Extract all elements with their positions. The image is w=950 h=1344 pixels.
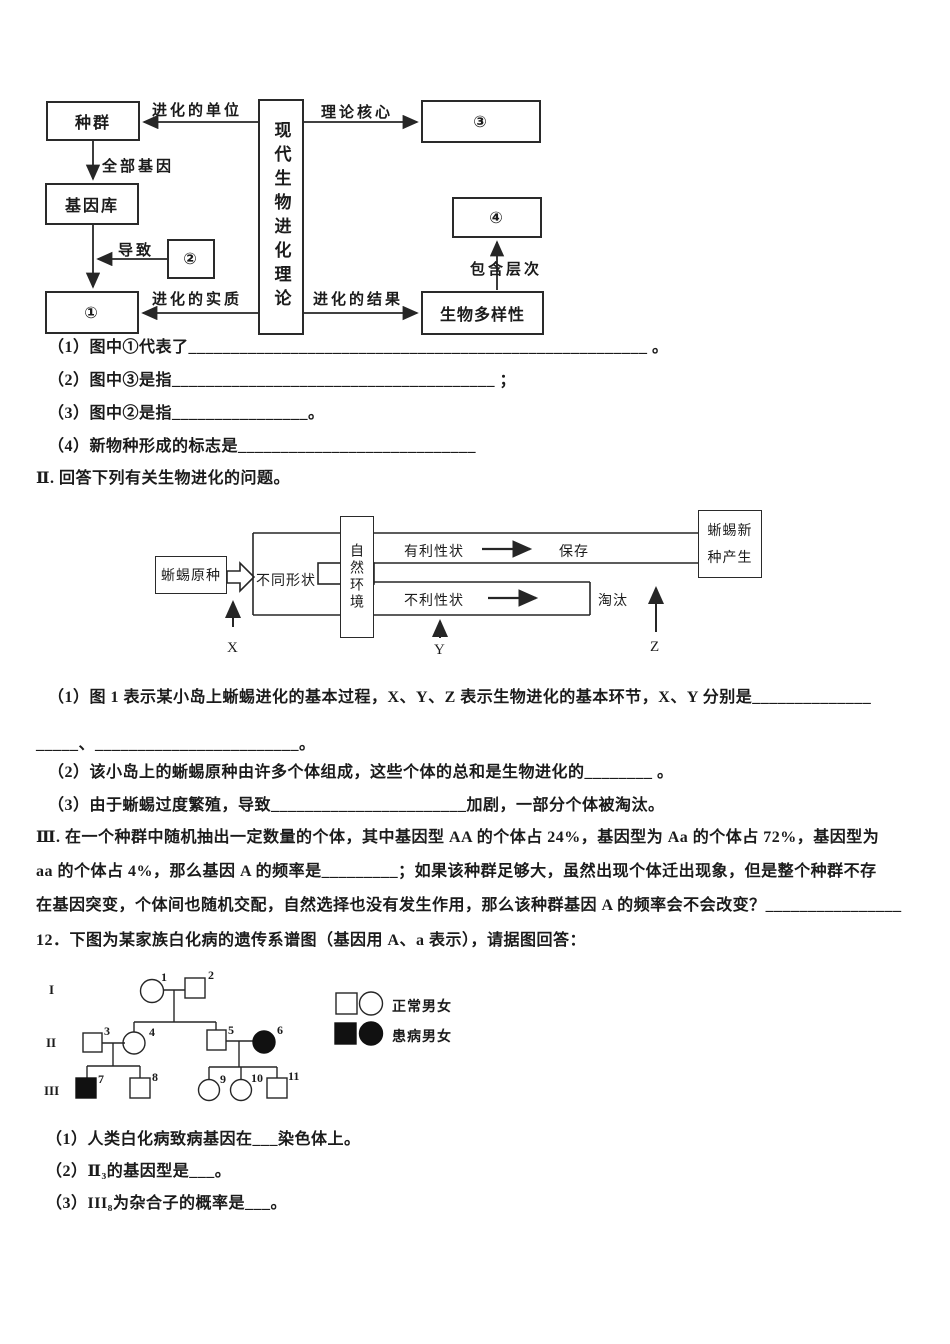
box-new-lizard-species-line2: 种产生 (707, 549, 753, 565)
box-num1: ① (45, 291, 139, 334)
q12-intro: 12．下图为某家族白化病的遗传系谱图（基因用 A、a 表示），请据图回答： (36, 932, 587, 949)
label-different-shapes: 不同形状 (256, 574, 316, 589)
box-new-lizard-species-line1: 蜥蜴新 (707, 522, 753, 539)
section3-line3: 在基因突变，个体间也随机交配，自然选择也没有发生作用，那么该种群基因 A 的频率… (36, 897, 902, 914)
member-label-6: 6 (277, 1023, 283, 1037)
member-label-8: 8 (152, 1070, 158, 1084)
q1-3-text: （3）图中②是指________________。 (48, 405, 325, 422)
label-evolution-unit: 进化的单位 (152, 102, 243, 119)
label-unfavorable-traits: 不利性状 (404, 594, 464, 609)
q12-1-text: （1）人类白化病致病基因在___染色体上。 (46, 1131, 361, 1148)
box-gene-pool: 基因库 (45, 183, 139, 225)
label-eliminated: 淘汰 (598, 594, 628, 609)
label-y: Y (434, 642, 446, 658)
box-num2: ② (167, 239, 215, 279)
q1-4-text: （4）新物种形成的标志是____________________________ (48, 438, 477, 455)
q1-2-text: （2）图中③是指________________________________… (48, 372, 517, 389)
member-label-11: 11 (288, 1069, 300, 1083)
box-new-lizard-species: 蜥蜴新 种产生 (698, 510, 762, 578)
q12-3-text: （3）III₈为杂合子的概率是___。 (46, 1195, 287, 1212)
section2-heading: Ⅱ. 回答下列有关生物进化的问题。 (36, 470, 290, 487)
q12-2-text: （2）Ⅱ₃的基因型是___。 (46, 1163, 232, 1180)
generation-label-2: II (46, 1035, 57, 1050)
generation-label-1: I (49, 982, 55, 997)
legend-normal-label: 正常男女 (392, 1000, 452, 1015)
section3-line2: aa 的个体占 4%，那么基因 A 的频率是_________；如果该种群足够大… (36, 863, 877, 880)
q2-1-continuation: _____、________________________。 (36, 736, 316, 753)
q2-1-text: （1）图 1 表示某小岛上蜥蜴进化的基本过程，X、Y、Z 表示生物进化的基本环节… (48, 689, 872, 706)
pedigree-legend-shapes (334, 991, 384, 1046)
box-population: 种群 (46, 101, 140, 141)
label-x: X (227, 640, 239, 656)
member-label-3: 3 (104, 1024, 110, 1038)
label-leads-to: 导致 (118, 242, 155, 259)
lizard-evolution-linework (225, 532, 698, 638)
box-modern-theory-center: 现代生物进化理论 (258, 99, 304, 335)
legend-affected-label: 患病男女 (392, 1030, 452, 1045)
member-label-10: 10 (251, 1071, 263, 1085)
q2-3-text: （3）由于蜥蜴过度繁殖，导致_______________________加剧，… (48, 797, 665, 814)
pedigree-chart (75, 977, 288, 1102)
label-all-genes: 全部基因 (102, 158, 175, 175)
member-label-7: 7 (98, 1072, 104, 1086)
label-contains-levels: 包含层次 (470, 261, 543, 278)
label-theory-core: 理论核心 (321, 104, 394, 121)
member-label-1: 1 (161, 970, 167, 984)
q2-2-text: （2）该小岛上的蜥蜴原种由许多个体组成，这些个体的总和是生物进化的_______… (48, 764, 674, 781)
box-original-lizard-species: 蜥蜴原种 (155, 556, 227, 594)
member-label-2: 2 (208, 968, 214, 982)
q1-1-text: （1）图中①代表了_______________________________… (48, 339, 669, 356)
label-preserved: 保存 (559, 545, 589, 560)
box-num4: ④ (452, 197, 542, 238)
label-z: Z (650, 639, 661, 655)
box-natural-environment: 自然环境 (340, 516, 374, 638)
member-label-9: 9 (220, 1072, 226, 1086)
label-evolution-essence: 进化的实质 (152, 291, 243, 308)
member-label-4: 4 (149, 1025, 155, 1039)
box-num3: ③ (421, 100, 541, 143)
label-favorable-traits: 有利性状 (404, 545, 464, 560)
evolution-theory-arrows (85, 114, 505, 321)
box-biodiversity: 生物多样性 (421, 291, 544, 335)
generation-label-3: III (44, 1083, 60, 1098)
member-label-5: 5 (228, 1023, 234, 1037)
section3-line1: Ⅲ. 在一个种群中随机抽出一定数量的个体，其中基因型 AA 的个体占 24%，基… (36, 829, 880, 846)
label-evolution-result: 进化的结果 (313, 291, 404, 308)
